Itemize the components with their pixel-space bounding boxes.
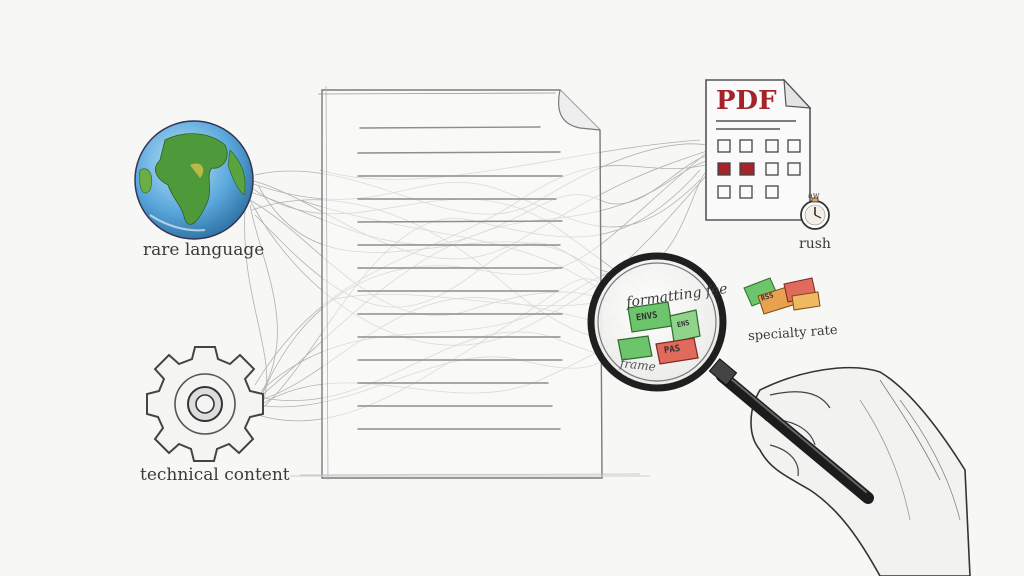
technical-content-label: technical content bbox=[140, 465, 290, 485]
gear-icon bbox=[146, 346, 264, 462]
lens-tickets bbox=[617, 301, 701, 365]
magnifying-glass-icon bbox=[587, 252, 874, 504]
rush-label: rush bbox=[799, 236, 831, 252]
document-icon bbox=[299, 85, 641, 481]
pdf-form-icon bbox=[705, 78, 812, 221]
price-tag-icon bbox=[743, 277, 821, 315]
rare-language-label: rare language bbox=[143, 240, 265, 260]
clock-icon bbox=[800, 197, 830, 230]
pdf-label: PDF bbox=[716, 86, 777, 116]
clock-label: aw bbox=[808, 191, 820, 200]
hand-icon bbox=[750, 366, 971, 576]
globe-icon bbox=[134, 120, 254, 240]
